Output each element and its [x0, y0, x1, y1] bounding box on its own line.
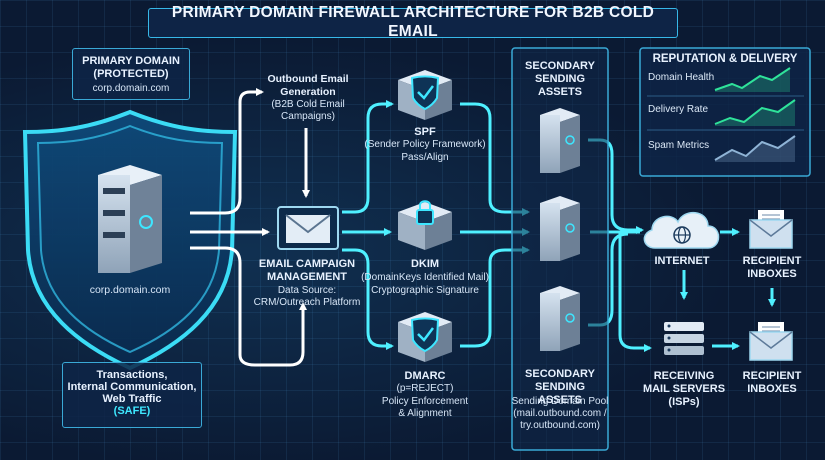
dkim-name: DKIM	[410, 258, 440, 270]
secondary-bottom-line1: SECONDARY	[525, 368, 595, 380]
reputation-title: REPUTATION & DELIVERY	[652, 53, 798, 65]
campaign-line2: MANAGEMENT	[266, 271, 348, 283]
recipient-bottom-line2: INBOXES	[747, 383, 797, 395]
outbound-line2: Generation	[280, 86, 336, 98]
reputation-row-delivery-rate: Delivery Rate	[648, 104, 709, 115]
spf-line1: (Sender Policy Framework)	[364, 139, 486, 150]
campaign-mail-icon	[277, 206, 339, 250]
dmarc-line3: & Alignment	[398, 408, 452, 419]
outbound-line1: Outbound Email	[267, 73, 349, 85]
cloud-icon	[643, 212, 720, 249]
receiving-line2: MAIL SERVERS	[642, 383, 726, 395]
dkim-line2: Cryptographic Signature	[371, 285, 479, 296]
envelope-icon	[749, 210, 793, 249]
primary-server-icon	[98, 165, 162, 273]
receiving-line1: RECEIVING	[653, 370, 715, 382]
secondary-bottom-line2: SENDING ASSETS	[534, 381, 586, 407]
campaign-line3: Data Source:	[277, 285, 337, 296]
primary-label-line1: PRIMARY DOMAIN	[82, 55, 180, 67]
secondary-bottom-line5: try.outbound.com)	[520, 420, 600, 431]
recipient-top-line2: INBOXES	[747, 268, 797, 280]
secondary-top-line2: SENDING ASSETS	[534, 73, 586, 99]
reputation-row-spam-metrics: Spam Metrics	[648, 140, 710, 151]
recipient-bottom-line1: RECIPIENT	[742, 370, 802, 382]
safe-label: (SAFE)	[113, 405, 151, 417]
sending-server-icon	[540, 108, 580, 173]
traffic-box	[62, 362, 202, 428]
primary-label-line2: (PROTECTED)	[93, 68, 169, 80]
secondary-bottom-line3: Sending Domain Pool	[511, 396, 609, 407]
dkim-server-icon	[398, 200, 452, 250]
internet-label: INTERNET	[654, 255, 710, 267]
recipient-top-line1: RECIPIENT	[742, 255, 802, 267]
traffic-line2: Internal Communication,	[67, 381, 197, 393]
dmarc-line1: (p=REJECT)	[396, 383, 454, 394]
trend-chart-icon	[714, 67, 796, 162]
traffic-line3: Web Traffic	[102, 393, 162, 405]
white-arrows	[190, 88, 310, 367]
reputation-row-domain-health: Domain Health	[648, 72, 715, 83]
dmarc-line2: Policy Enforcement	[381, 396, 469, 407]
spf-name: SPF	[414, 126, 436, 138]
outbound-line3: (B2B Cold Email	[271, 99, 345, 110]
spf-line2: Pass/Align	[401, 152, 449, 163]
primary-domain-box	[72, 48, 190, 100]
spf-server-icon	[398, 70, 452, 120]
sending-server-icon	[540, 196, 580, 261]
campaign-line4: CRM/Outreach Platform	[253, 297, 361, 308]
traffic-line1: Transactions,	[96, 369, 168, 381]
campaign-line1: EMAIL CAMPAIGN	[258, 258, 356, 270]
mail-server-stack-icon	[664, 322, 704, 355]
primary-domain-top: corp.domain.com	[92, 83, 170, 94]
sending-server-icon	[540, 286, 580, 351]
dmarc-server-icon	[398, 312, 452, 362]
secondary-bottom-line4: (mail.outbound.com /	[513, 408, 607, 419]
dkim-line1: (DomainKeys Identified Mail)	[361, 272, 489, 283]
primary-domain-shield: corp.domain.com	[89, 284, 171, 296]
receiving-line3: (ISPs)	[668, 396, 700, 408]
envelope-icon	[749, 322, 793, 361]
page-title: PRIMARY DOMAIN FIREWALL ARCHITECTURE FOR…	[148, 4, 678, 40]
outbound-line4: Campaigns)	[281, 111, 335, 122]
secondary-top-line1: SECONDARY	[525, 60, 595, 72]
dmarc-name: DMARC	[404, 370, 446, 382]
